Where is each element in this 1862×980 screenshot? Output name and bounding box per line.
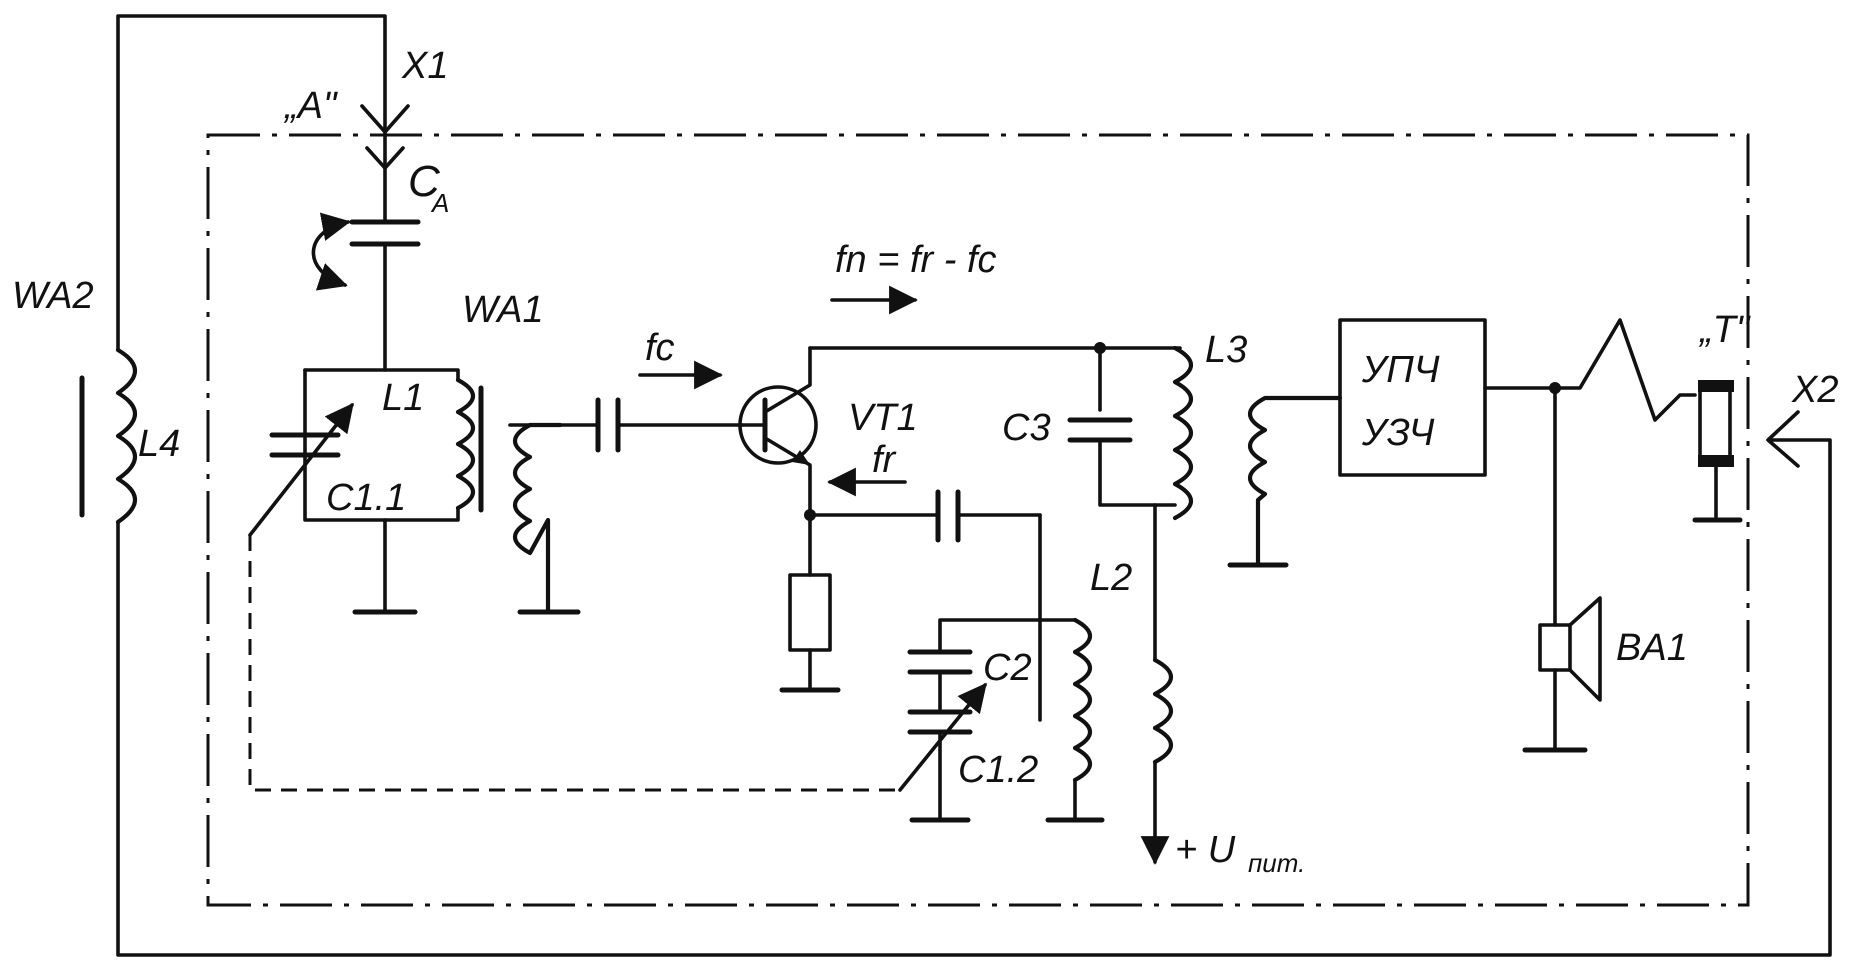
label-x1: X1 <box>401 45 448 87</box>
label-antenna-point: „A" <box>283 85 338 127</box>
label-l2: L2 <box>1090 557 1132 599</box>
antenna-fork <box>365 146 405 170</box>
ca-adjust-arrow <box>311 212 351 291</box>
label-c2: C2 <box>983 647 1032 689</box>
phone-jack-switch <box>1553 318 1697 422</box>
speaker-ba1 <box>1522 386 1602 753</box>
label-ca-sub: A <box>430 188 449 218</box>
l1-c11-tank <box>303 368 476 522</box>
vt1-transistor <box>738 346 818 517</box>
input-coupling-capacitor <box>595 397 744 453</box>
l3-secondary <box>1227 395 1343 568</box>
l1-ground <box>352 518 418 615</box>
feedback-capacitor <box>935 489 1042 722</box>
label-x2: X2 <box>1791 369 1838 411</box>
wa1-secondary <box>508 422 600 615</box>
emitter-resistor <box>779 513 841 693</box>
label-vt1: VT1 <box>848 397 918 439</box>
gang-link-dashed <box>248 535 900 792</box>
label-ba1: BA1 <box>1616 627 1688 669</box>
l4-coil <box>79 347 137 525</box>
l2-oscillator-coil <box>938 617 1105 823</box>
label-l3: L3 <box>1205 329 1247 371</box>
supply-choke <box>1140 503 1174 865</box>
c12-variable-capacitor <box>898 682 987 823</box>
label-supply-sub: пит. <box>1248 848 1305 878</box>
c3-l3-tank <box>1067 345 1194 521</box>
phone-jack-x2 <box>1692 380 1743 523</box>
label-l1: L1 <box>382 377 424 419</box>
ca-capacitor <box>349 219 421 372</box>
label-c12: C1.2 <box>958 749 1038 791</box>
label-phone-point: „T" <box>1698 309 1751 351</box>
label-fr: fr <box>872 439 897 481</box>
label-l4: L4 <box>138 423 180 465</box>
outer-loop-wire <box>116 14 387 352</box>
label-ca: C <box>408 157 441 206</box>
label-formula: fn = fr - fc <box>835 239 997 281</box>
label-c3: C3 <box>1002 407 1051 449</box>
label-supply: + U <box>1175 829 1236 871</box>
label-wa2: WA2 <box>12 275 94 317</box>
c11-variable-capacitor <box>248 402 354 537</box>
outer-loop-bottom-wire <box>116 438 1832 957</box>
if-af-amplifier-block <box>1338 318 1487 477</box>
x2-connector-arrow <box>1766 410 1800 468</box>
label-amp-line1: УПЧ <box>1361 349 1440 391</box>
label-c11: C1.1 <box>326 477 406 519</box>
enclosure-boundary <box>206 133 1750 907</box>
c2-capacitor <box>907 649 973 712</box>
label-wa1: WA1 <box>462 289 544 331</box>
label-fc: fc <box>645 327 675 369</box>
label-amp-line2: УЗЧ <box>1361 412 1435 454</box>
